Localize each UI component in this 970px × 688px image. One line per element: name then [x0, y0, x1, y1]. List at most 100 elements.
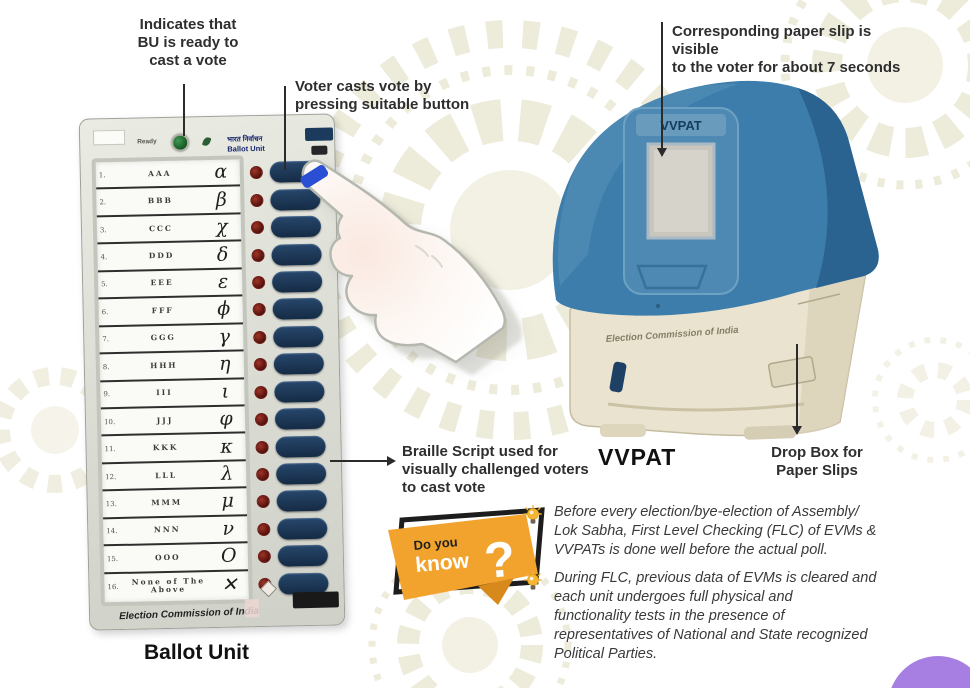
- candidate-row: 10. JJJ φ: [100, 406, 246, 437]
- ready-label: Ready: [137, 138, 157, 146]
- vote-button: [275, 462, 327, 485]
- vvpat-lid-shade: [798, 88, 879, 288]
- do-you-know-badge: Do you know ?: [388, 507, 545, 605]
- candidate-name: KKK: [152, 442, 179, 453]
- knuckle-crease-lines: [415, 245, 443, 268]
- candidate-number: 5.: [101, 280, 108, 289]
- button-row: [255, 514, 342, 543]
- vvpat-machine: Election Commission of India VVPAT: [552, 80, 879, 440]
- candidate-symbol: η: [218, 352, 231, 376]
- candidate-symbol: ϕ: [216, 298, 231, 321]
- candidate-number: 2.: [99, 198, 107, 207]
- candidate-led-indicator: [251, 248, 265, 262]
- lightbulb-icon: [524, 505, 542, 524]
- lightbulb-icon: [524, 571, 542, 590]
- candidate-name: DDD: [148, 250, 175, 261]
- candidate-led-indicator: [250, 193, 264, 207]
- candidate-row: 4. DDD δ: [97, 241, 242, 273]
- candidate-symbol: β: [215, 188, 228, 211]
- annotation-bu-ready: Indicates that BU is ready to cast a vot…: [137, 16, 239, 69]
- vote-button: [277, 517, 328, 540]
- annotation-voter-casts: Voter casts vote by pressing suitable bu…: [295, 78, 470, 113]
- vote-button: [277, 544, 329, 568]
- candidate-row: 15. OOO O: [103, 543, 249, 574]
- candidate-symbol: α: [214, 160, 228, 184]
- button-row: [254, 459, 341, 488]
- candidate-led-indicator: [253, 330, 267, 344]
- badge-line1: Do you: [413, 534, 458, 553]
- candidate-number: 15.: [106, 554, 119, 564]
- vvpat-screw: [655, 303, 661, 309]
- vote-button: [276, 490, 327, 513]
- candidate-led-indicator: [249, 166, 263, 180]
- candidate-row: 2. BBB β: [96, 186, 241, 218]
- candidate-name: FFF: [151, 305, 174, 316]
- callout-line-voter-casts: [284, 86, 286, 170]
- fact-item: During FLC, previous data of EVMs is cle…: [524, 569, 954, 664]
- candidate-number: 7.: [102, 335, 110, 344]
- badge-line2: know: [414, 549, 470, 577]
- ballot-unit-sticker: [92, 129, 126, 146]
- annotation-drop-box: Drop Box for Paper Slips: [771, 444, 863, 479]
- button-row: [253, 432, 340, 461]
- candidate-symbol: ι: [221, 380, 230, 403]
- candidate-name: BBB: [147, 195, 174, 206]
- candidate-led-indicator: [256, 495, 270, 509]
- fact-text: Before every election/bye-election of As…: [554, 504, 877, 558]
- button-row: [256, 541, 343, 570]
- vvpat-drawer-groove: [607, 402, 805, 412]
- button-row: [252, 377, 339, 406]
- candidate-led-indicator: [255, 440, 269, 454]
- candidate-number: 4.: [100, 253, 108, 262]
- candidate-name: EEE: [150, 278, 174, 288]
- button-row: [253, 404, 340, 433]
- candidate-row: 9. III ι: [100, 378, 245, 410]
- hand-shape: [301, 159, 507, 364]
- candidate-row: 1. AAA α: [95, 159, 241, 190]
- vvpat-caption: VVPAT: [598, 444, 677, 470]
- ballot-unit-cable-connector: [292, 591, 339, 609]
- candidate-number: 3.: [99, 225, 107, 234]
- candidate-symbol: ν: [222, 517, 235, 540]
- ballot-unit-top-slot: [304, 127, 334, 141]
- candidate-symbol: O: [220, 544, 237, 568]
- candidate-symbol: λ: [220, 462, 234, 485]
- vote-button: [274, 380, 325, 403]
- candidate-name: HHH: [150, 360, 178, 371]
- candidate-led-indicator: [252, 303, 266, 317]
- vvpat-window-inner: [654, 150, 708, 232]
- candidate-number: 11.: [104, 445, 116, 454]
- candidate-symbol: φ: [219, 407, 233, 431]
- flap-slot-line: [797, 293, 841, 305]
- callout-line-bu-ready: [183, 84, 185, 136]
- candidate-led-indicator: [254, 412, 269, 427]
- candidate-led-indicator: [253, 358, 267, 372]
- address-sticker: [244, 599, 260, 618]
- candidate-name: None of The Above: [131, 576, 206, 595]
- button-row: [254, 487, 341, 516]
- candidate-name: LLL: [155, 470, 178, 480]
- fact-item: Before every election/bye-election of As…: [524, 503, 954, 560]
- annotation-braille: Braille Script used for visually challen…: [402, 443, 589, 496]
- candidate-number: 9.: [103, 390, 111, 399]
- vvpat-lid-highlight: [558, 83, 738, 287]
- ballot-unit-caption: Ballot Unit: [144, 641, 249, 664]
- candidate-symbol: γ: [218, 325, 231, 348]
- arrow-right-braille-icon: [387, 456, 396, 466]
- candidate-row: 8. HHH η: [99, 351, 245, 382]
- vote-button: [275, 435, 326, 458]
- candidate-number: 14.: [106, 527, 118, 536]
- vvpat-lower-recess: [636, 264, 708, 290]
- candidate-led-indicator: [256, 467, 270, 482]
- candidate-row: 11. KKK κ: [101, 433, 246, 465]
- candidate-name: NNN: [153, 525, 181, 535]
- callout-line-braille: [330, 460, 388, 462]
- candidate-row: 7. GGG γ: [99, 323, 244, 355]
- candidate-number: 10.: [103, 417, 116, 426]
- candidate-name: GGG: [150, 333, 176, 343]
- vvpat-label-band: [636, 114, 726, 136]
- candidate-row: 6. FFF ϕ: [98, 296, 244, 327]
- candidate-name: CCC: [148, 223, 174, 233]
- fact-text: During FLC, previous data of EVMs is cle…: [554, 570, 877, 662]
- arrow-down-drop-box-icon: [792, 426, 802, 435]
